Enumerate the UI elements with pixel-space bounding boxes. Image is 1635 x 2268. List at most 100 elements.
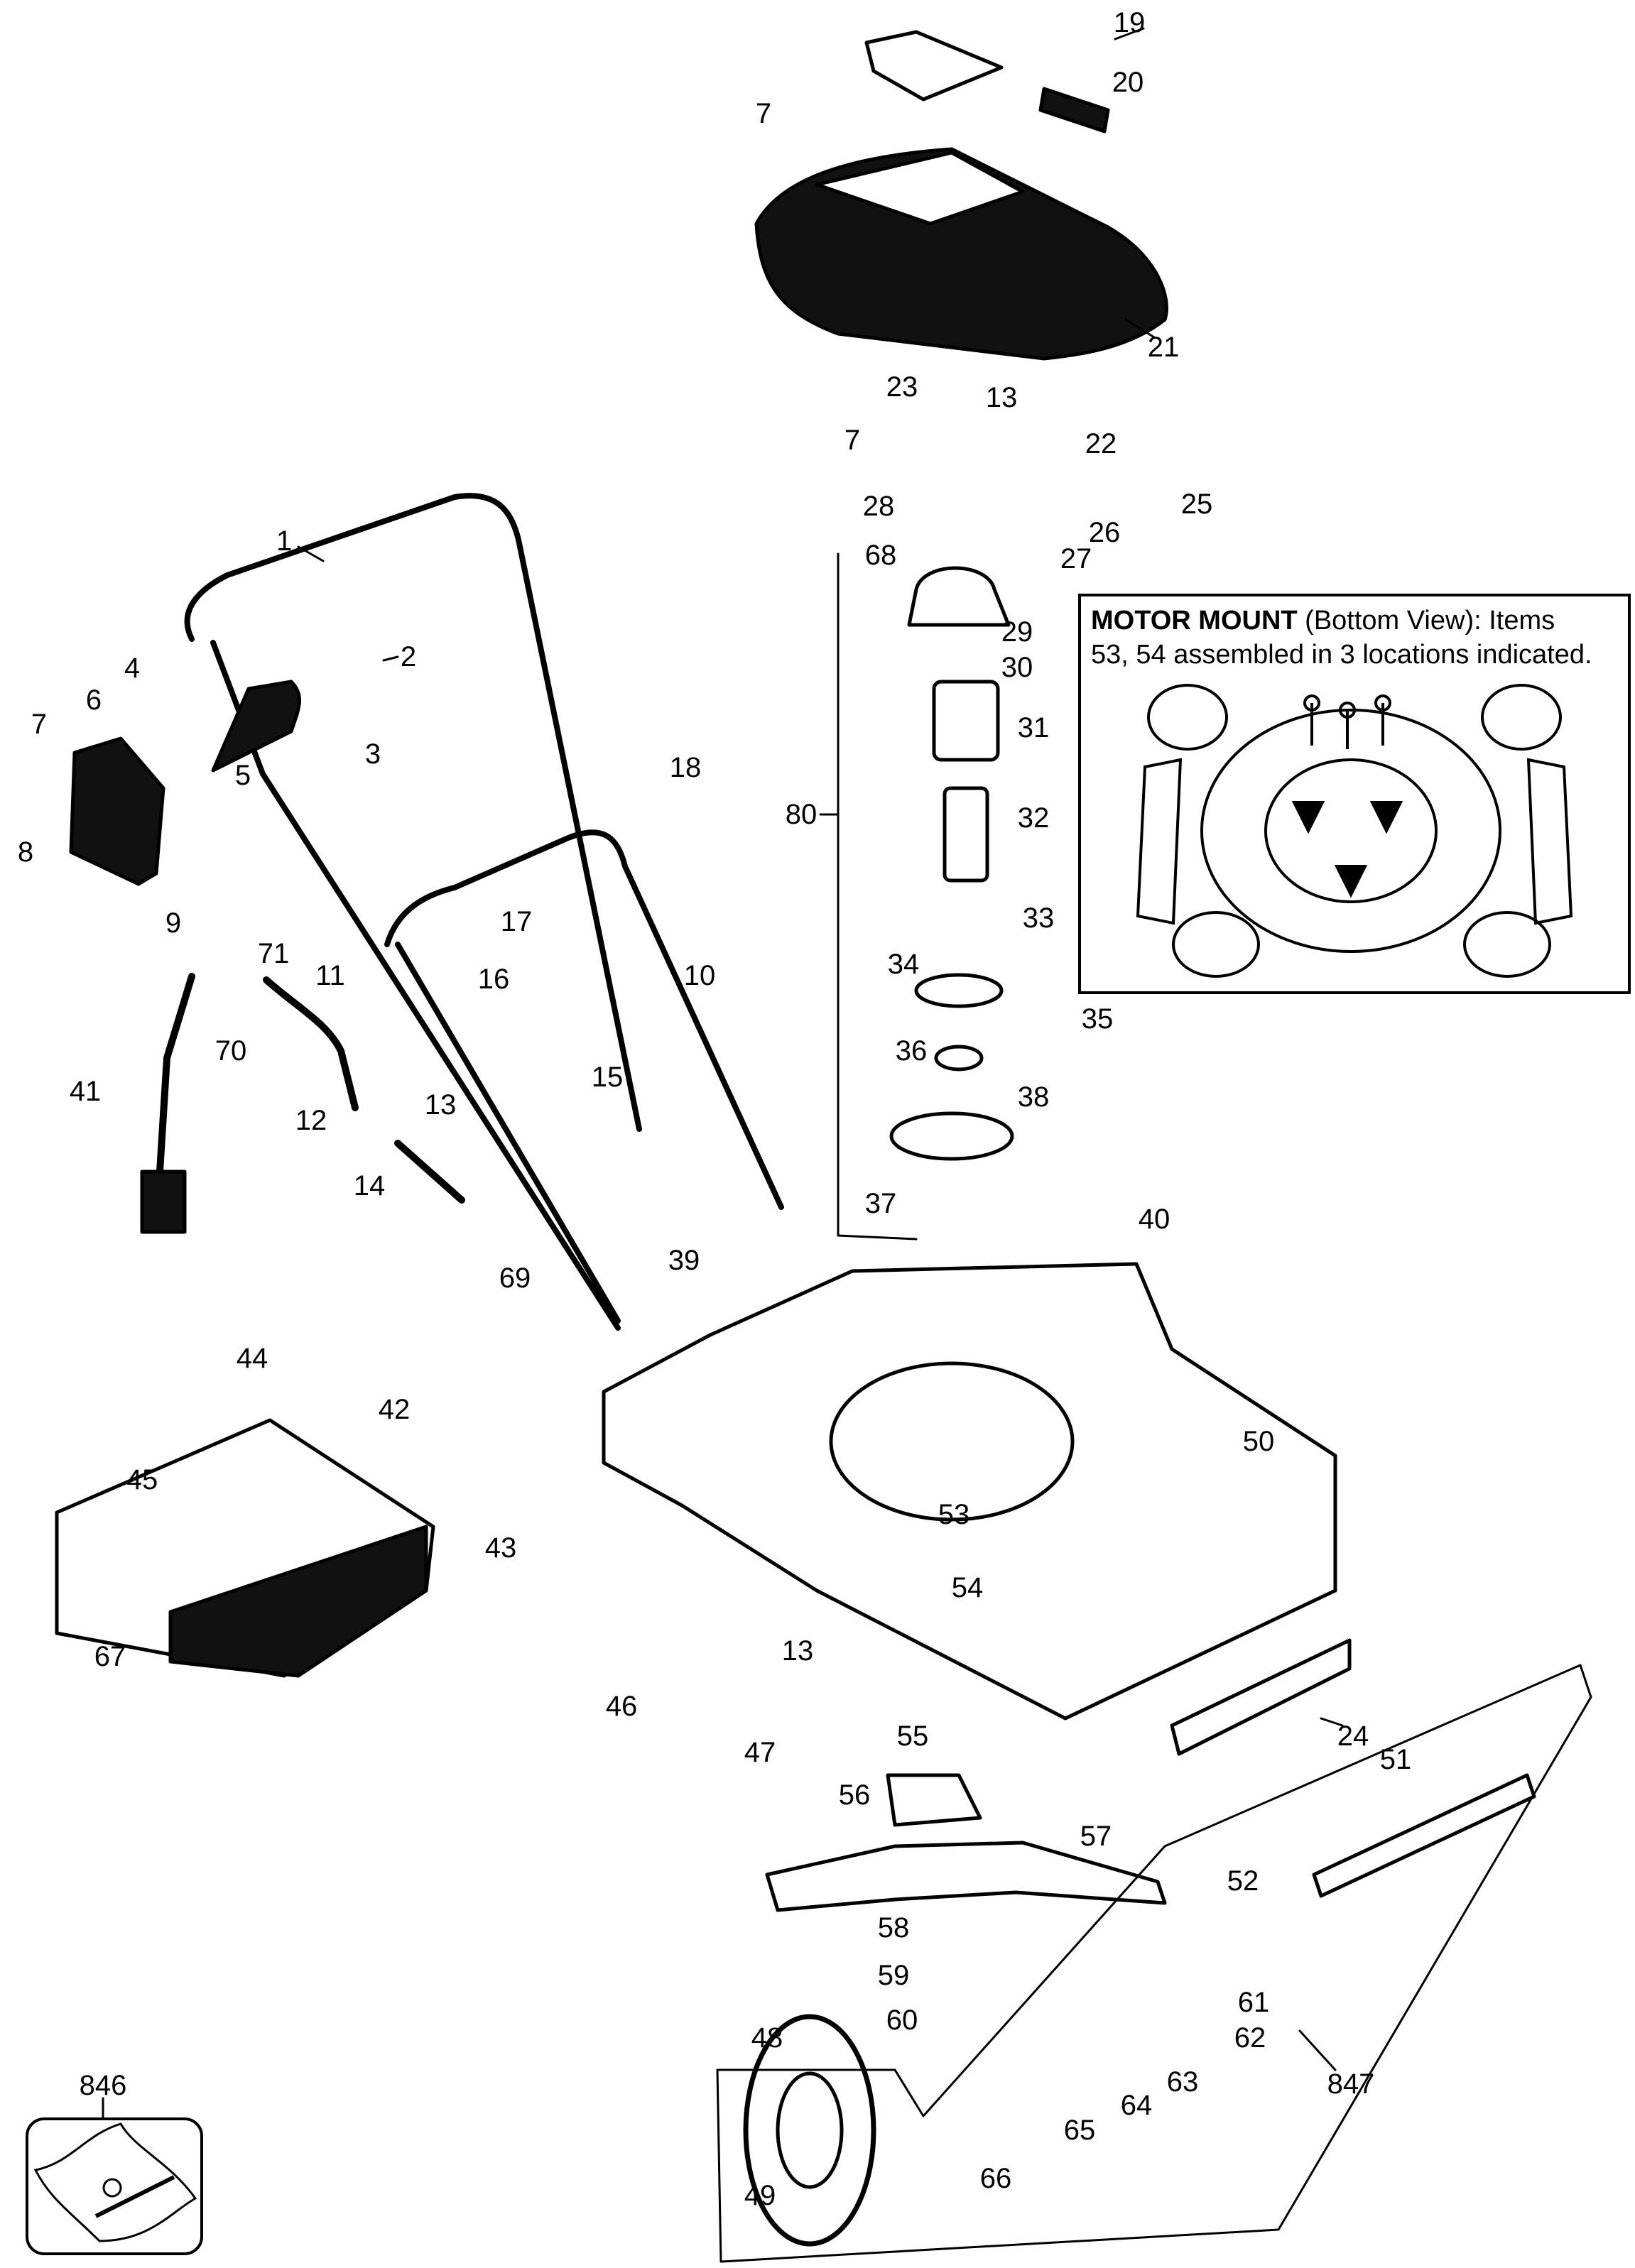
callout-25: 25 <box>1180 489 1213 520</box>
motor-cover <box>754 30 1168 361</box>
callout-9: 9 <box>165 907 182 939</box>
callout-7b: 7 <box>755 98 772 129</box>
inset-title-line2: 53, 54 assembled in 3 locations indicate… <box>1091 640 1592 670</box>
inset-wheel-rear-right <box>1481 684 1562 751</box>
callout-21: 21 <box>1147 332 1180 363</box>
grass-chute-shade <box>168 1525 428 1678</box>
callout-23: 23 <box>886 371 918 403</box>
callout-47: 47 <box>744 1737 776 1768</box>
callout-45: 45 <box>126 1464 158 1495</box>
callout-13a: 13 <box>424 1089 457 1121</box>
callout-10: 10 <box>683 960 716 991</box>
inset-title-rest: (Bottom View): Items <box>1297 606 1555 636</box>
inset-wheel-rear-left <box>1147 684 1228 751</box>
callout-48: 48 <box>751 2022 783 2054</box>
callout-7a: 7 <box>31 709 48 740</box>
inset-title: MOTOR MOUNT (Bottom View): Items 53, 54 … <box>1091 604 1592 672</box>
callout-14: 14 <box>353 1170 386 1201</box>
callout-52: 52 <box>1227 1865 1259 1897</box>
callout-71: 71 <box>257 938 290 969</box>
callout-28: 28 <box>862 491 895 522</box>
callout-56: 56 <box>838 1779 871 1811</box>
callout-24: 24 <box>1337 1721 1369 1752</box>
callout-4: 4 <box>124 653 141 684</box>
callout-51: 51 <box>1379 1744 1412 1775</box>
callout-37: 37 <box>864 1188 897 1219</box>
callout-3: 3 <box>364 738 381 770</box>
callout-42: 42 <box>378 1394 411 1425</box>
callout-64: 64 <box>1120 2090 1153 2121</box>
callout-26: 26 <box>1088 517 1121 548</box>
callout-34: 34 <box>887 949 920 980</box>
nut-icon <box>102 2178 122 2198</box>
inset-wheel-front-right <box>1463 911 1551 978</box>
power-cord <box>156 973 195 1175</box>
callout-69: 69 <box>499 1263 531 1294</box>
callout-38: 38 <box>1017 1081 1050 1113</box>
callout-18: 18 <box>669 752 702 783</box>
arrow-icon <box>1291 801 1325 834</box>
callout-15: 15 <box>591 1062 624 1093</box>
callout-35: 35 <box>1081 1003 1114 1035</box>
callout-57: 57 <box>1080 1821 1112 1852</box>
callout-59: 59 <box>877 1960 910 1991</box>
callout-19: 19 <box>1113 7 1146 38</box>
mower-deck <box>602 1262 1352 1756</box>
wheel <box>743 2014 876 2247</box>
callout-63: 63 <box>1166 2066 1199 2098</box>
callout-68: 68 <box>864 540 897 571</box>
callout-22: 22 <box>1085 428 1117 459</box>
callout-40: 40 <box>1138 1204 1170 1235</box>
callout-49: 49 <box>744 2180 776 2211</box>
callout-46: 46 <box>605 1691 638 1722</box>
callout-60: 60 <box>886 2005 918 2036</box>
bag-icon <box>33 2122 197 2242</box>
callout-31: 31 <box>1017 712 1050 743</box>
pin-icon <box>94 2175 175 2218</box>
arrow-icon <box>1369 801 1403 834</box>
callout-29: 29 <box>1001 616 1033 648</box>
callout-65: 65 <box>1063 2115 1096 2146</box>
callout-6: 6 <box>85 685 102 716</box>
callout-5: 5 <box>234 760 251 791</box>
callout-847: 847 <box>1327 2068 1375 2100</box>
callout-55: 55 <box>896 1721 929 1752</box>
callout-13c: 13 <box>781 1635 814 1667</box>
callout-2: 2 <box>400 641 417 672</box>
kit-847-frame <box>716 1664 1592 2263</box>
wheel-hub <box>776 2071 844 2189</box>
callout-41: 41 <box>69 1076 102 1107</box>
axle <box>1312 1773 1536 1898</box>
kit-846-box <box>26 2117 203 2255</box>
callout-11: 11 <box>315 960 345 991</box>
switch-lever <box>211 680 302 773</box>
callout-36: 36 <box>895 1035 928 1067</box>
callout-33: 33 <box>1022 903 1055 934</box>
upper-handle <box>184 493 642 1331</box>
rear-flap <box>1170 1638 1352 1756</box>
leader-lines <box>102 27 1344 2119</box>
callout-54: 54 <box>951 1572 984 1603</box>
motor-mount-bottom-view <box>1136 684 1573 978</box>
switch-box <box>69 736 165 886</box>
cover-clip <box>1038 87 1110 133</box>
screw-icons <box>1303 694 1391 749</box>
callout-32: 32 <box>1017 802 1050 834</box>
callout-20: 20 <box>1112 67 1144 98</box>
callout-53: 53 <box>938 1499 970 1530</box>
callout-61: 61 <box>1237 1987 1270 2018</box>
callout-12: 12 <box>295 1105 327 1136</box>
callout-30: 30 <box>1001 652 1033 683</box>
motor-assembly <box>837 552 1014 1241</box>
callout-62: 62 <box>1234 2022 1266 2054</box>
callout-7c: 7 <box>844 425 861 456</box>
callout-8: 8 <box>17 836 34 868</box>
callout-39: 39 <box>668 1245 700 1276</box>
callout-27: 27 <box>1060 543 1092 574</box>
fan <box>886 1773 982 1827</box>
inset-title-bold: MOTOR MOUNT <box>1091 606 1298 636</box>
inset-wheel-front-left <box>1172 911 1260 978</box>
lower-handle <box>384 829 784 1324</box>
callout-17: 17 <box>500 906 533 937</box>
